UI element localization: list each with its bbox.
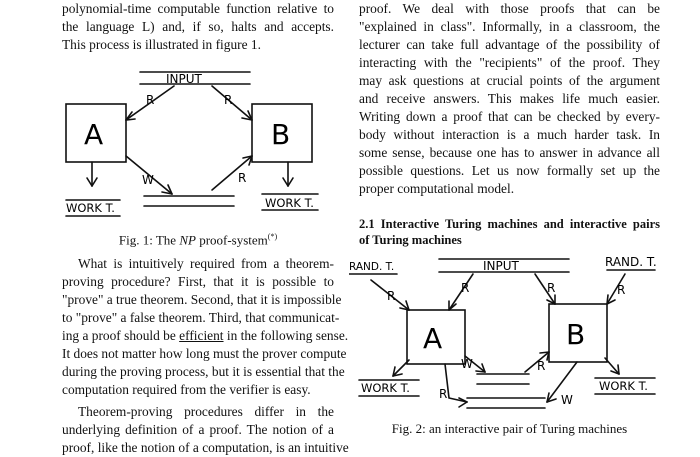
caption-np: NP: [179, 232, 196, 248]
r-label: R: [461, 281, 469, 295]
text-line: interacting with the "recipients" of the…: [359, 55, 660, 70]
right-column: proof. We deal with those proofs that ca…: [349, 0, 660, 438]
text-line: body without interaction is a much harde…: [359, 127, 660, 142]
text-line: This process is illustrated in figure 1.: [62, 37, 261, 52]
text-line: Theorem-proving procedures differ in the: [78, 404, 334, 420]
input-label: INPUT: [483, 259, 520, 273]
text-line: the language L) and, if so, halts and ac…: [62, 19, 334, 34]
heading-line: of Turing machines: [359, 233, 462, 247]
input-label: INPUT: [166, 72, 203, 86]
text-fragment: ing a proof should be: [62, 328, 180, 344]
r-label-b2: R: [238, 171, 246, 185]
figure-2-caption: Fig. 2: an interactive pair of Turing ma…: [391, 421, 628, 436]
text-line: computation required from the verifier i…: [62, 382, 311, 398]
text-line: It does not matter how long must the pro…: [62, 346, 347, 362]
text-line: proving procedure? First, that it is pos…: [62, 274, 334, 290]
text-line: polynomial-time computable function rela…: [62, 1, 334, 16]
caption-prefix: Fig. 1: The: [118, 232, 180, 248]
text-line: underlying definition of a proof. The no…: [62, 422, 334, 438]
text-line: may ask questions at crucial points of t…: [359, 73, 660, 88]
text-line: "explained in class". Informally, in a c…: [359, 19, 660, 34]
r-label: R: [387, 289, 395, 303]
rand-tape-b-label: RAND. T.: [605, 255, 657, 269]
intro-paragraph: polynomial-time computable function rela…: [62, 0, 334, 54]
text-line: lecturer can take full advantage of the …: [359, 37, 660, 52]
left-column: polynomial-time computable function rela…: [62, 0, 349, 457]
box-a: [65, 103, 127, 163]
r-label: R: [617, 283, 625, 297]
work-tape-b-label: WORK T.: [265, 196, 314, 210]
work-tape-a-label: WORK T.: [66, 201, 115, 215]
box-a-label: A: [423, 322, 442, 355]
box-a: [406, 309, 466, 365]
box-b: [548, 303, 608, 363]
text-line: ing a proof should be efficient in the f…: [62, 327, 348, 345]
box-b-label: B: [566, 318, 585, 351]
section-heading: 2.1 Interactive Turing machines and inte…: [359, 216, 660, 248]
paragraph-requirements: What is intuitively required from a theo…: [62, 255, 348, 399]
box-b: [251, 103, 313, 163]
underlined-word: efficient: [179, 328, 224, 344]
r-label-b: R: [224, 93, 232, 107]
w-label-a: W: [142, 173, 154, 187]
w-label: W: [461, 357, 473, 371]
text-line: proof. We deal with those proofs that ca…: [359, 1, 660, 16]
arrow-r-b: [211, 85, 253, 121]
arrow-w-a: [125, 155, 173, 195]
work-tape-b-label: WORK T.: [599, 379, 648, 393]
text-line: "prove" a true theorem. Second, that it …: [62, 292, 342, 308]
r-label-a: R: [146, 93, 154, 107]
text-line: proper computational model.: [359, 181, 515, 196]
text-line: and receive answers. This makes life muc…: [359, 91, 660, 106]
work-tape-a-label: WORK T.: [361, 381, 410, 395]
text-line: Writing down a proof that can be checked…: [359, 109, 660, 124]
arrow-r-b2: [211, 155, 253, 191]
text-line: possible questions. Let us now formally …: [359, 163, 660, 178]
arrow-r-a: [125, 85, 175, 121]
w-label: W: [561, 393, 573, 407]
figure-1: INPUT A B R R W R WORK T. WORK T.: [65, 71, 319, 217]
text-line: What is intuitively required from a theo…: [78, 256, 334, 272]
figure-2: INPUT RAND. T. RAND. T. A B R R R R W R …: [349, 255, 657, 409]
text-line: to "prove" a false theorem. Third, that …: [62, 310, 340, 326]
caption-mark: (*): [267, 232, 278, 241]
figure-1-caption: Fig. 1: The NP proof-system(*): [62, 228, 334, 249]
text-line: proof, like the notion of a computation,…: [62, 440, 349, 456]
text-fragment: in the following sense.: [223, 328, 349, 344]
box-b-label: B: [271, 118, 290, 151]
paragraph-theorem-proving: Theorem-proving procedures differ in the…: [62, 403, 349, 457]
text-line: during the proving process, but it is es…: [62, 364, 345, 380]
box-a-label: A: [84, 118, 103, 151]
r-label: R: [547, 281, 555, 295]
rand-tape-a-label: RAND. T.: [349, 261, 394, 273]
r-label: R: [537, 359, 545, 373]
text-line: some sense, because one has to answer in…: [359, 145, 660, 160]
caption-suffix: proof-system: [195, 232, 268, 248]
paragraph-classroom: proof. We deal with those proofs that ca…: [359, 0, 660, 198]
r-label: R: [439, 387, 447, 401]
heading-line: 2.1 Interactive Turing machines and inte…: [359, 217, 660, 231]
